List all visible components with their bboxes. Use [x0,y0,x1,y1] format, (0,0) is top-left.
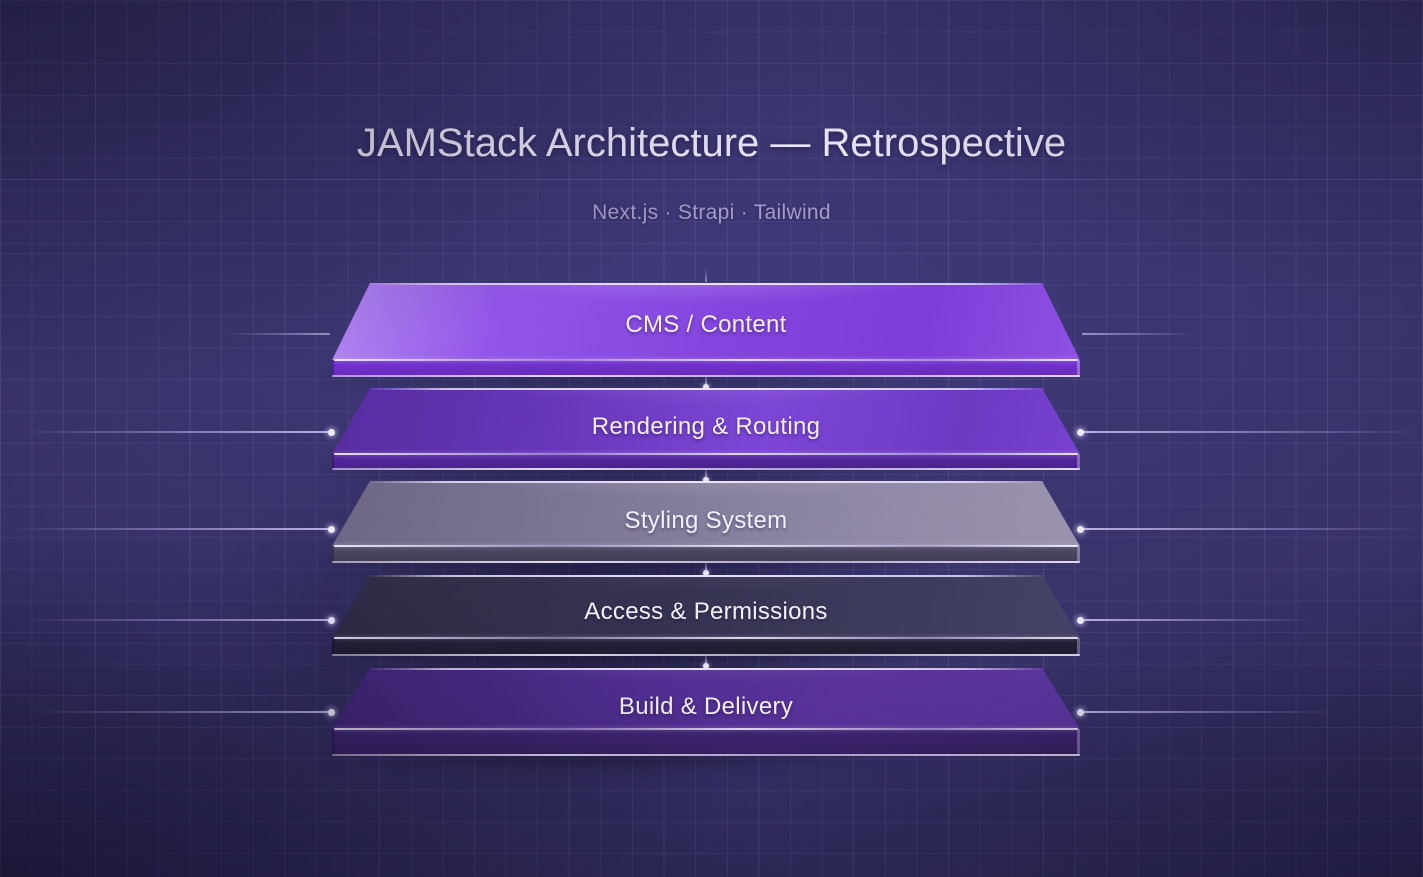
slab-edge-near [334,453,1078,455]
layer-label: Build & Delivery [618,693,794,720]
slab-edge-near [334,637,1078,639]
slab-top-surface: CMS / Content [332,283,1080,360]
slab-edge-right [1042,283,1080,359]
edge-dot-right [1077,617,1084,624]
guide-line-right [1082,431,1423,433]
edge-dot-right [1077,526,1084,533]
slab-front-face [332,729,1080,756]
slab-edge-bottom [332,561,1080,563]
slab-front-face [332,546,1080,563]
guide-line-left [226,333,330,335]
slab-edge-near [334,728,1078,730]
guide-line-right [1082,528,1423,530]
guide-line-right [1082,711,1337,713]
slab-edge-far [366,283,1046,285]
slab-edge-far [366,388,1046,390]
edge-dot-left [328,526,335,533]
slab-edge-far [366,575,1046,577]
slab-top-surface: Rendering & Routing [332,388,1080,454]
guide-line-left [18,431,330,433]
edge-dot-left [328,617,335,624]
slab-edge-bottom [332,754,1080,756]
edge-dot-left [328,709,335,716]
slab-edge-bottom [332,654,1080,656]
layer-label: Access & Permissions [584,598,828,625]
slab-edge-near [334,359,1078,361]
guide-line-right [1082,333,1194,335]
slab-edge-far [366,668,1046,670]
slab-edge-bottom [332,375,1080,377]
connector-tick [705,268,707,282]
slab-edge-near [334,545,1078,547]
slab-top-surface: Styling System [332,481,1080,546]
slab-front-face [332,638,1080,656]
slab-edge-far [366,481,1046,483]
slab-top-surface: Access & Permissions [332,575,1080,638]
slab-front-face [332,454,1080,470]
slab-edge-left [332,283,370,359]
slab-edge-bottom [332,468,1080,470]
diagram-header: JAMStack Architecture — Retrospective Ne… [0,118,1423,226]
guide-line-left [25,711,330,713]
layer-label: Rendering & Routing [591,413,821,440]
page-title: JAMStack Architecture — Retrospective [356,121,1067,165]
guide-line-right [1082,619,1312,621]
slab-top-surface: Build & Delivery [332,668,1080,729]
page-subtitle: Next.js · Strapi · Tailwind [592,201,831,224]
slab-shadow [322,753,1084,779]
edge-dot-left [328,429,335,436]
guide-line-left [20,619,330,621]
edge-dot-right [1077,709,1084,716]
guide-line-left [10,528,330,530]
layer-label: Styling System [624,507,788,534]
layer-label: CMS / Content [625,311,787,338]
edge-dot-right [1077,429,1084,436]
slab-front-face [332,360,1080,377]
